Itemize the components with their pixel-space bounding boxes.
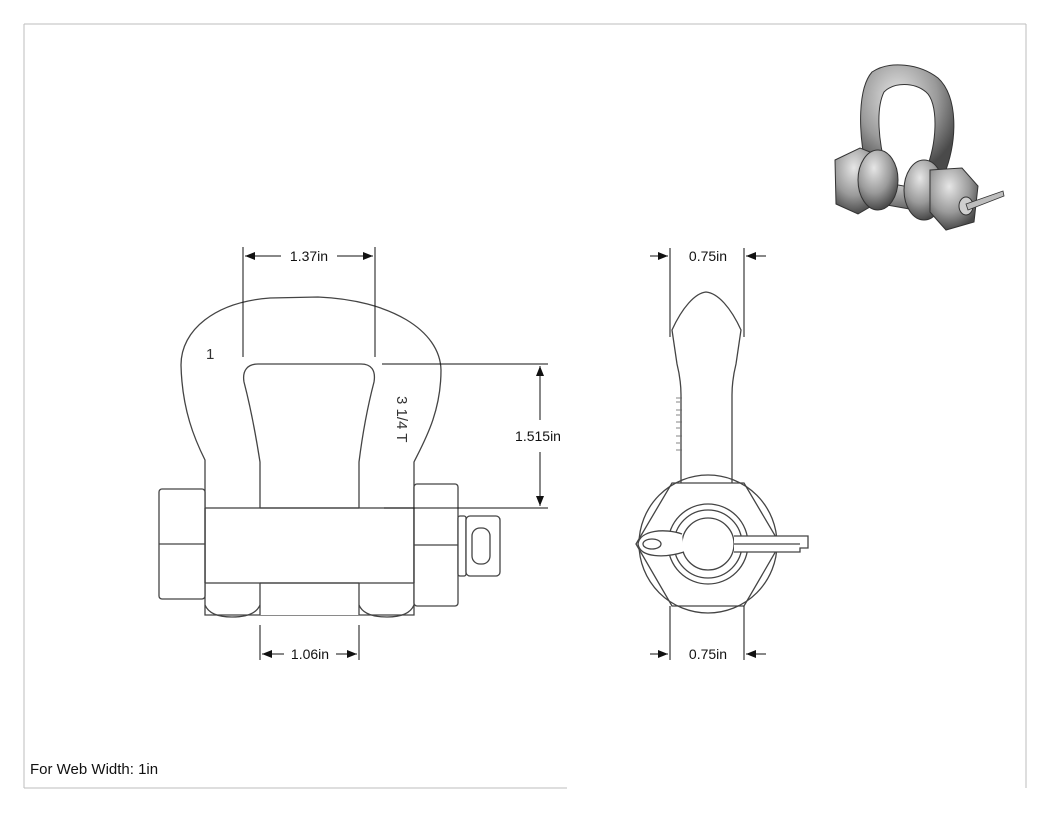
isometric-render <box>834 64 1005 231</box>
dim-jaw-width <box>259 625 360 660</box>
pin-tail <box>465 515 501 577</box>
dim-inner-height-label: 1.515in <box>515 428 561 444</box>
sheet-border <box>23 23 1027 789</box>
dim-side-top-label: 0.75in <box>689 248 727 264</box>
pin-body <box>204 507 415 584</box>
marking-number: 1 <box>206 346 214 363</box>
dim-side-bottom-label: 0.75in <box>689 646 727 662</box>
washer <box>457 515 467 577</box>
dim-side-top <box>650 248 766 337</box>
dim-bow-width-label: 1.37in <box>290 248 328 264</box>
front-view <box>158 296 501 618</box>
dim-jaw-width-label: 1.06in <box>291 646 329 662</box>
dim-side-bottom <box>650 606 766 660</box>
marking-capacity: 3 1/4 T <box>393 396 410 442</box>
dim-bow-width <box>242 247 376 357</box>
side-view <box>635 291 809 614</box>
footer-note: For Web Width: 1in <box>30 761 159 778</box>
dim-inner-height <box>382 363 548 509</box>
side-bow <box>671 291 742 484</box>
